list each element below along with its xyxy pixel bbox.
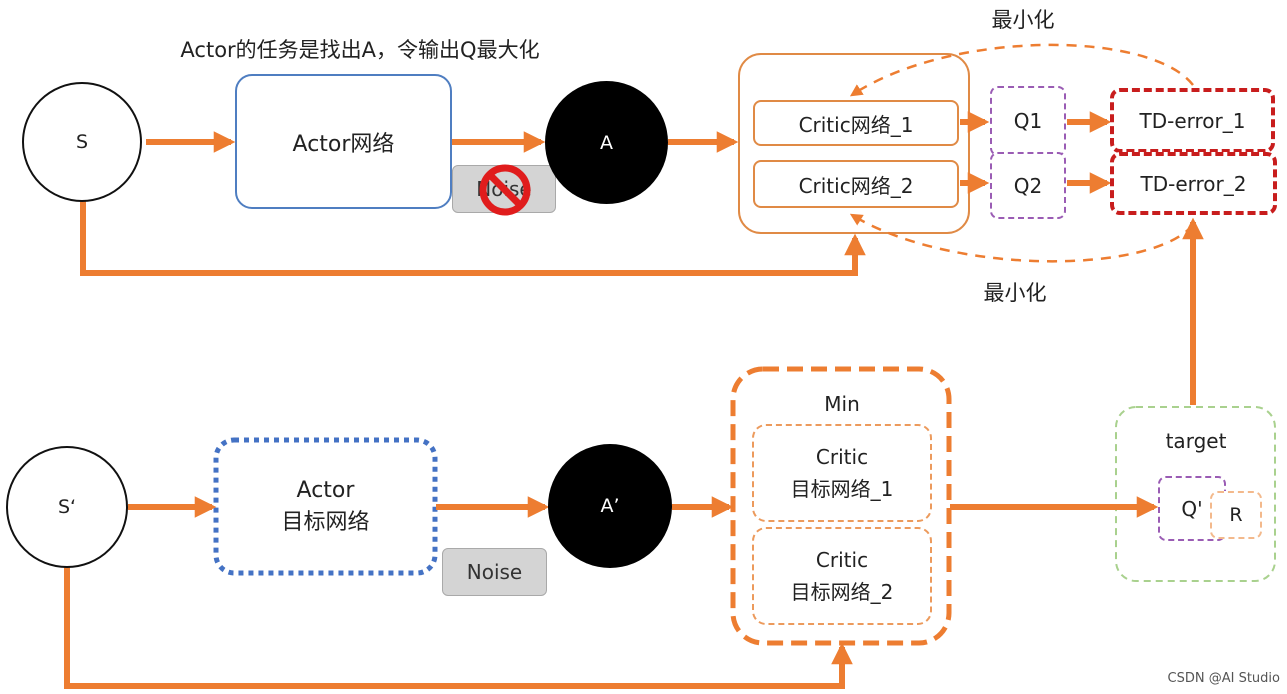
critic-network-1: Critic网络_1	[753, 100, 959, 146]
prohibited-icon	[479, 164, 531, 216]
minimize-label-top: 最小化	[991, 8, 1055, 32]
arrow-sprime-to-min	[64, 567, 853, 689]
noise-top-box: Noise	[452, 164, 556, 216]
q2-box: Q2	[990, 152, 1066, 219]
diagram-title: Actor的任务是找出A，令输出Q最大化	[180, 38, 540, 62]
critic-target-1: Critic 目标网络_1	[752, 424, 932, 522]
critic-target-2: Critic 目标网络_2	[752, 527, 932, 625]
state-s-prime-node: S‘	[6, 446, 128, 568]
state-s-node: S	[22, 82, 142, 202]
watermark: CSDN @AI Studio	[1167, 670, 1280, 686]
minimize-curve-bottom	[849, 213, 1194, 263]
critic-network-2: Critic网络_2	[753, 160, 959, 208]
actor-target-label: Actor 目标网络	[281, 477, 370, 535]
actor-target-box	[213, 437, 438, 576]
action-a-node: A	[545, 81, 668, 204]
minimize-curve-top	[849, 43, 1194, 97]
minimize-label-bottom: 最小化	[983, 281, 1047, 305]
actor-network-box	[235, 74, 452, 209]
td-error-1-box: TD-error_1	[1110, 88, 1275, 153]
td-error-2-box: TD-error_2	[1110, 152, 1277, 215]
arrow-s-to-critic	[80, 201, 866, 276]
min-label: Min	[824, 392, 860, 416]
noise-bottom-box: Noise	[442, 548, 547, 596]
action-a-prime-node: A’	[548, 444, 672, 568]
q1-box: Q1	[990, 86, 1066, 156]
target-label: target	[1165, 429, 1227, 453]
r-box: R	[1210, 491, 1262, 539]
actor-network-label: Actor网络	[292, 131, 395, 157]
